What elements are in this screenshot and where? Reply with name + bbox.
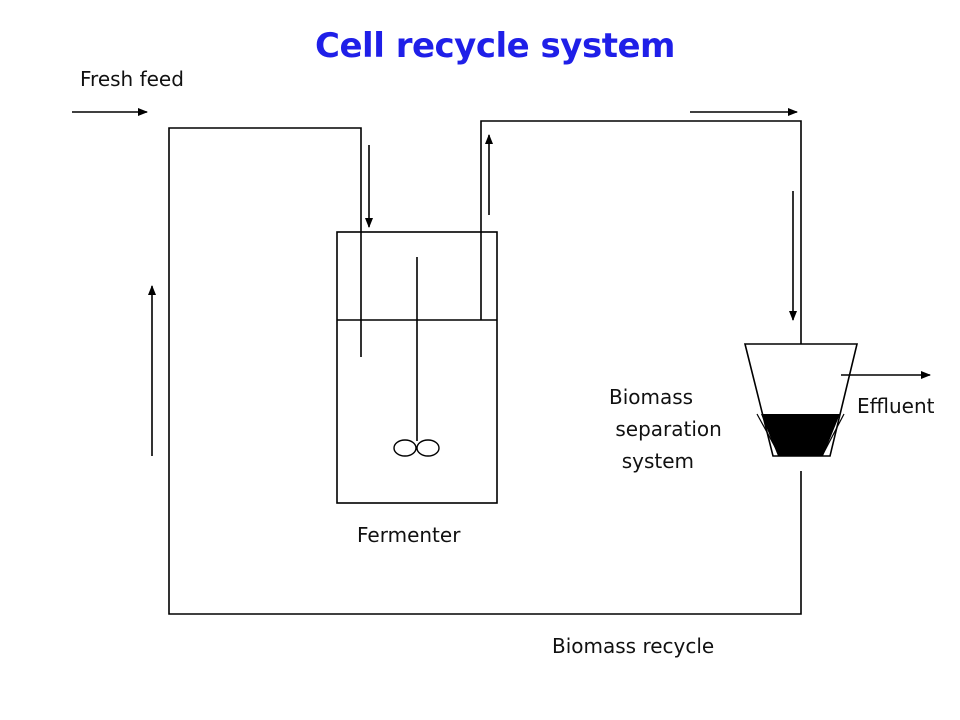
impeller-icon — [393, 439, 440, 457]
biomass-separation-label: Biomass separation system — [609, 385, 722, 473]
fermenter-vessel — [336, 231, 498, 504]
feed-and-recycle-pipe — [168, 127, 802, 615]
separator-sediment — [761, 414, 840, 456]
fresh-feed-label: Fresh feed — [80, 67, 184, 91]
effluent-label: Effluent — [857, 394, 935, 418]
diagram-title: Cell recycle system — [315, 26, 675, 66]
separator-inner-right — [821, 413, 845, 457]
biomass-recycle-label: Biomass recycle — [552, 634, 715, 658]
fermenter-label: Fermenter — [357, 523, 461, 547]
fermenter-to-separator-pipe — [480, 120, 802, 344]
separator-inner-left — [756, 413, 781, 457]
